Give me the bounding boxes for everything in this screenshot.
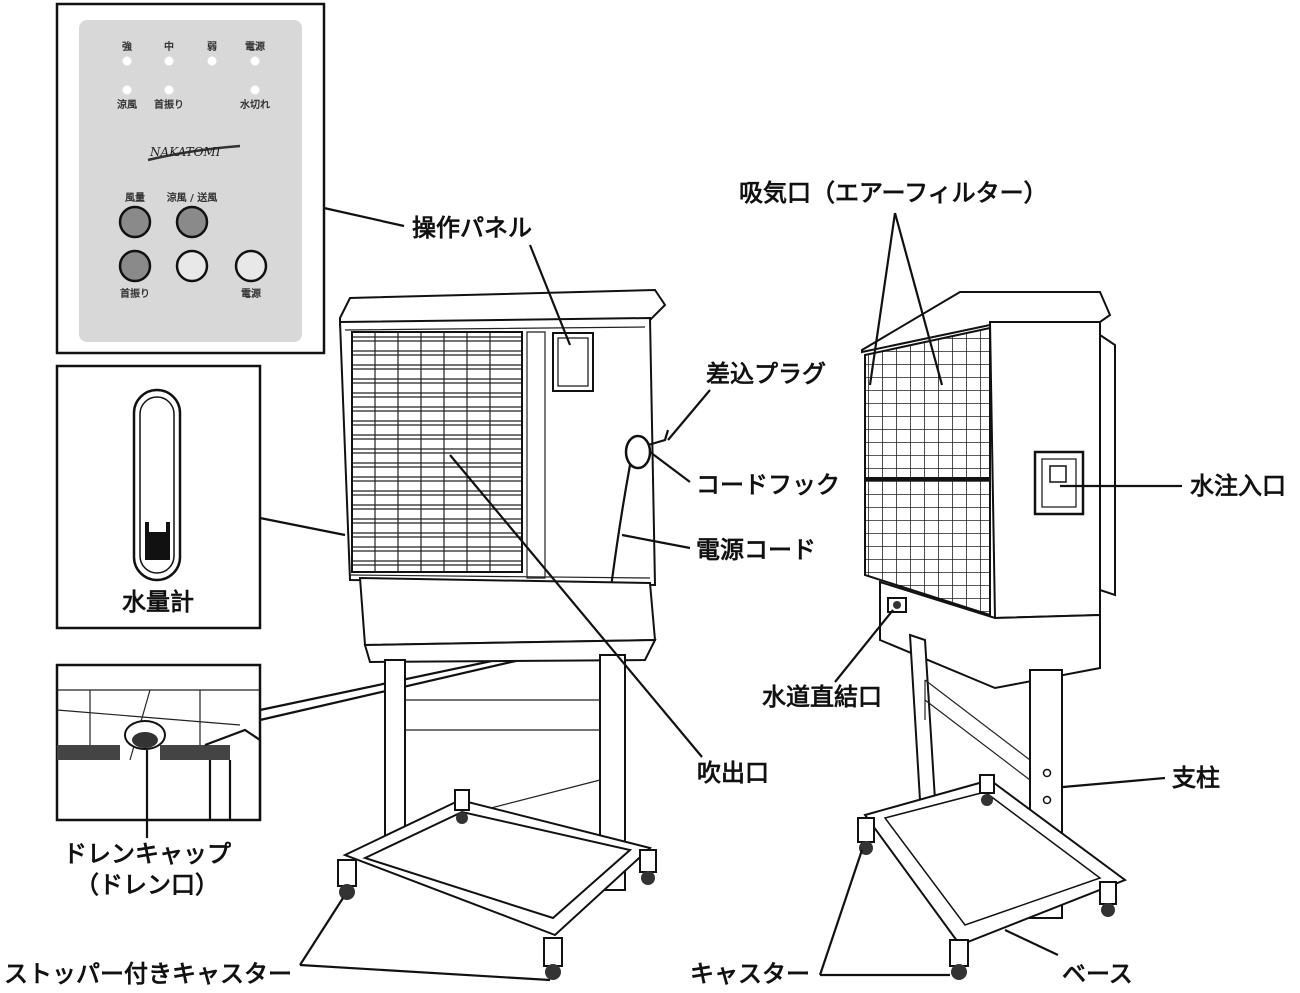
indicator-lamp-power bbox=[250, 56, 260, 66]
power-button-label: 電源 bbox=[241, 287, 261, 300]
svg-text:NAKATOMI: NAKATOMI bbox=[149, 145, 221, 159]
caster-stopper-back bbox=[454, 789, 470, 824]
label-pillar: 支柱 bbox=[1172, 764, 1220, 792]
caster-rear-right bbox=[1099, 881, 1117, 917]
label-control-panel: 操作パネル bbox=[412, 214, 532, 242]
callout-labels: 操作パネル 差込プラグ コードフック 電源コード 吹出口 ドレンキャップ （ドレ… bbox=[4, 179, 1286, 988]
caster-rear-back bbox=[979, 774, 995, 806]
cord-hook bbox=[624, 434, 652, 470]
indicator-row-bottom: 涼風 首振り 水切れ bbox=[117, 85, 270, 111]
indicator-label-strong: 強 bbox=[122, 40, 132, 53]
cooler-rear-view bbox=[857, 291, 1128, 980]
control-panel-inset: 強 中 弱 電源 涼風 首振り 水切れ NAKATOMI 風量 涼風 / 送風 bbox=[55, 2, 326, 355]
label-tap-connect: 水道直結口 bbox=[762, 683, 882, 711]
tap-connector bbox=[887, 597, 907, 613]
indicator-row-top: 強 中 弱 電源 bbox=[122, 40, 265, 66]
fan-speed-button[interactable] bbox=[118, 205, 152, 239]
caster-rear-front bbox=[949, 939, 969, 980]
label-plug: 差込プラグ bbox=[706, 360, 826, 388]
label-caster: キャスター bbox=[690, 960, 810, 988]
indicator-label-weak: 弱 bbox=[207, 41, 217, 53]
swing-button[interactable] bbox=[118, 249, 152, 283]
power-button[interactable] bbox=[234, 249, 268, 283]
indicator-lamp-medium bbox=[164, 56, 174, 66]
label-outlet: 吹出口 bbox=[697, 759, 769, 787]
label-drain-port: （ドレン口） bbox=[75, 871, 219, 899]
indicator-lamp-strong bbox=[122, 56, 132, 66]
caster-stopper-right bbox=[639, 849, 657, 885]
fan-button-label: 風量 bbox=[125, 191, 145, 204]
water-gauge-inset: 水量計 bbox=[55, 364, 262, 630]
caster-rear-left bbox=[857, 817, 875, 855]
indicator-label-cool: 涼風 bbox=[117, 98, 137, 111]
indicator-lamp-swing bbox=[164, 85, 174, 95]
indicator-label-medium: 中 bbox=[164, 40, 174, 53]
label-cord-hook: コードフック bbox=[696, 471, 840, 499]
indicator-lamp-water-empty bbox=[250, 85, 260, 95]
label-power-cord: 電源コード bbox=[696, 536, 816, 564]
intake-filter-top bbox=[864, 326, 991, 479]
caster-stopper-left bbox=[337, 859, 357, 900]
label-caster-stopper: ストッパー付きキャスター bbox=[4, 960, 292, 988]
swing-button-label: 首振り bbox=[120, 287, 150, 300]
mode-button[interactable] bbox=[175, 205, 209, 239]
leader-lines bbox=[299, 212, 1182, 982]
brand-logo: NAKATOMI bbox=[147, 144, 241, 162]
label-drain-cap: ドレンキャップ bbox=[63, 840, 232, 868]
water-gauge-label: 水量計 bbox=[122, 588, 194, 616]
drain-cap-inset bbox=[55, 663, 262, 822]
label-intake: 吸気口（エアーフィルター） bbox=[739, 179, 1048, 207]
outlet-louver bbox=[351, 331, 523, 573]
label-water-inlet: 水注入口 bbox=[1190, 472, 1286, 500]
caster-stopper-front bbox=[543, 937, 563, 980]
cooler-front-view bbox=[337, 288, 670, 980]
indicator-lamp-weak bbox=[207, 56, 217, 66]
label-base: ベース bbox=[1062, 960, 1133, 988]
indicator-label-water-empty: 水切れ bbox=[239, 98, 270, 111]
indicator-lamp-cool bbox=[122, 85, 132, 95]
indicator-label-power: 電源 bbox=[245, 40, 265, 53]
mode-button-label: 涼風 / 送風 bbox=[167, 191, 218, 204]
blank-button[interactable] bbox=[175, 249, 209, 283]
indicator-label-swing: 首振り bbox=[154, 98, 184, 111]
intake-filter-bottom bbox=[864, 479, 991, 617]
